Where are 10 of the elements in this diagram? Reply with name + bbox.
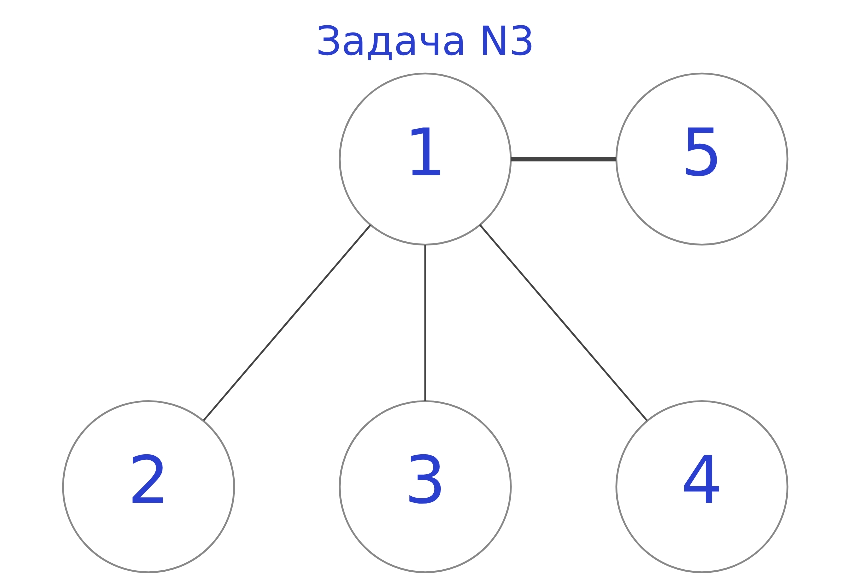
diagram-title: Задача N3 [316,18,534,65]
node-circle: 2 [62,400,235,574]
connector [424,245,426,402]
node-circle: 4 [615,400,788,574]
connector [202,224,372,422]
node-circle: 5 [615,72,788,246]
connector [510,157,616,162]
connector [478,224,648,422]
node-circle: 1 [338,72,512,246]
node-circle: 3 [338,400,512,574]
